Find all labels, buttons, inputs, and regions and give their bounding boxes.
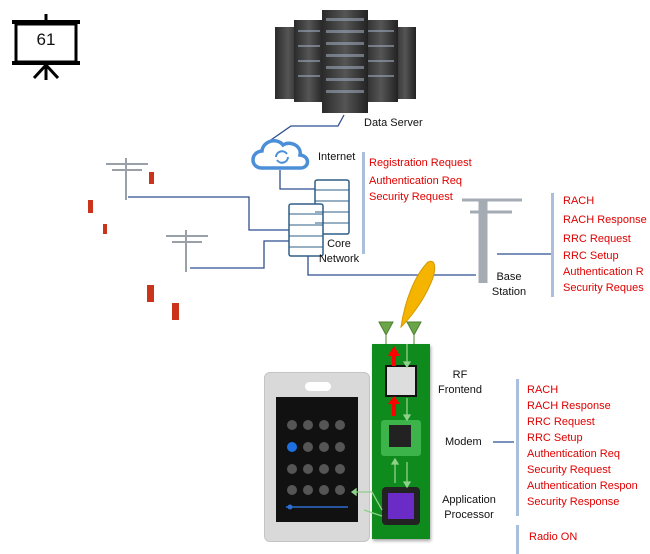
antenna-icon	[378, 321, 422, 344]
radio-beam	[400, 260, 436, 329]
rf-frontend-label-line2: Frontend	[437, 384, 483, 396]
core-network-label-line2: Network	[318, 253, 360, 265]
modem-messages-bar	[516, 379, 519, 516]
base-station-message: RACH Response	[563, 214, 647, 226]
phone-icon	[149, 172, 154, 184]
base-station-message: Authentication R	[563, 266, 644, 278]
presentation-board-icon	[12, 14, 80, 80]
base-station-label-line2: Station	[491, 286, 527, 298]
uplink-arrow	[388, 346, 400, 416]
ap-messages-bar	[516, 525, 519, 554]
phone-icon	[172, 303, 179, 320]
core-message: Registration Request	[369, 157, 472, 169]
core-messages-list: Registration Request Authentication Req …	[369, 154, 472, 205]
phone-speaker	[305, 382, 331, 391]
base-station-messages-bar	[551, 193, 554, 297]
core-messages-bar	[362, 152, 365, 254]
base-station-label-line1: Base	[496, 271, 522, 283]
base-station-messages-list: RACH RACH Response RRC Request RRC Setup…	[563, 192, 647, 296]
application-processor-label-line2: Processor	[444, 509, 494, 521]
modem-label: Modem	[445, 436, 482, 448]
base-station-message: RRC Request	[563, 233, 631, 245]
base-station-message: RRC Setup	[563, 250, 619, 262]
phone-screen[interactable]	[276, 397, 358, 522]
base-station-message: RACH	[563, 195, 595, 207]
ap-message: Radio ON	[529, 531, 578, 543]
slide-number-icon: 61	[10, 14, 82, 82]
internet-label: Internet	[318, 151, 356, 163]
base-station-label: Base Station	[484, 270, 534, 300]
modem-message: RRC Setup	[527, 432, 583, 444]
modem-message: RRC Request	[527, 416, 595, 428]
data-server-label: Data Server	[364, 117, 423, 129]
core-network-label-line1: Core	[327, 238, 351, 250]
modem-messages-list: RACH RACH Response RRC Request RRC Setup…	[527, 382, 638, 510]
application-processor-label-line1: Application	[442, 494, 496, 506]
phone-mockup	[264, 372, 370, 542]
modem-message: Authentication Req	[527, 448, 620, 460]
rf-frontend-chip-icon	[385, 365, 417, 397]
quick-settings-grid	[286, 420, 348, 510]
rf-frontend-label: RF Frontend	[435, 368, 485, 398]
application-processor-label: Application Processor	[432, 493, 506, 523]
internet-to-core-link	[279, 170, 318, 190]
modem-message: Security Request	[527, 464, 611, 476]
modem-message: RACH	[527, 384, 559, 396]
slide-number: 61	[36, 30, 56, 49]
tower1-to-core-link	[128, 196, 289, 231]
phone-icon	[147, 285, 154, 302]
cell-tower-icon	[166, 230, 208, 272]
core-network-label: Core Network	[314, 237, 364, 267]
sync-icon	[275, 150, 289, 164]
phone-icon	[88, 200, 93, 213]
tower2-to-core-link	[190, 240, 289, 269]
core-message: Authentication Req	[369, 175, 462, 187]
modem-message: Authentication Respon	[527, 480, 638, 492]
ap-messages-list: Radio ON	[529, 529, 577, 545]
base-station-tower-icon	[462, 198, 522, 283]
modem-message: Security Response	[527, 496, 620, 508]
core-message: Security Request	[369, 191, 453, 203]
phone-icon	[103, 224, 107, 234]
server-to-internet-link	[267, 114, 345, 143]
signal-flow-arrows	[350, 344, 412, 517]
rf-frontend-label-line1: RF	[452, 369, 468, 381]
base-station-message: Security Reques	[563, 282, 644, 294]
cell-tower-icon	[106, 158, 148, 200]
modem-message: RACH Response	[527, 400, 611, 412]
